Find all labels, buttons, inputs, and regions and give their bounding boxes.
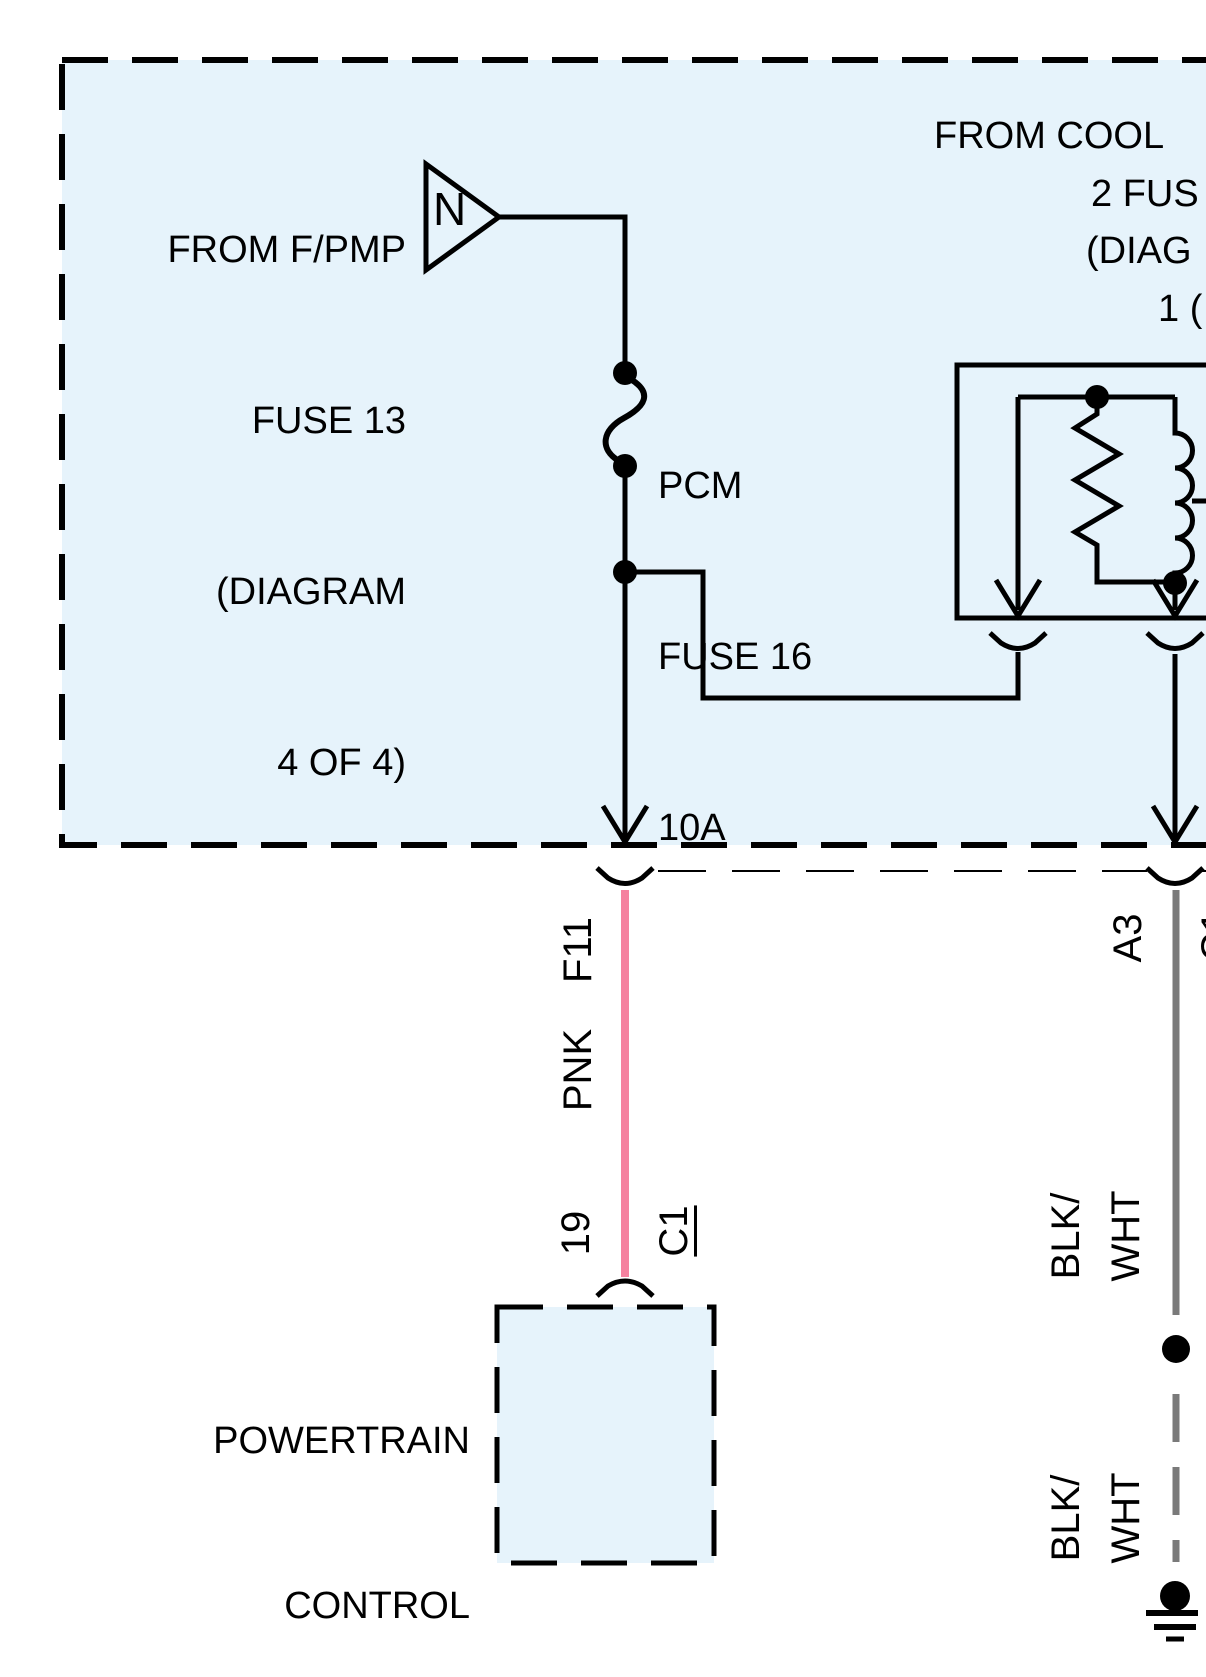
- fuse-label: PCM FUSE 16 10A: [658, 344, 812, 971]
- gray-wire-color-label: WHT: [1104, 1472, 1148, 1564]
- connector-pin-icon: [595, 1278, 655, 1298]
- gray-wire-connector-label: C1: [1194, 910, 1206, 962]
- gray-wire-pin-label: A3: [1106, 913, 1150, 963]
- pcm-label-line: POWERTRAIN: [213, 1420, 470, 1462]
- feed-triangle-letter: N: [433, 183, 467, 235]
- ground-dot: [1160, 1581, 1190, 1611]
- pcm-box: [494, 1304, 717, 1566]
- splice-dot: [1162, 1335, 1190, 1363]
- connector-socket-icon: [1145, 866, 1205, 886]
- left-feed-line: 4 OF 4): [277, 742, 406, 784]
- ground-icon: [1146, 1581, 1198, 1642]
- fuse-block-panel-box: [59, 57, 1206, 848]
- down-arrow-icon: [1150, 804, 1200, 847]
- relay-box: [954, 362, 1206, 621]
- connector-socket-icon: [988, 631, 1048, 651]
- gray-wire-color-label: BLK/: [1044, 1474, 1088, 1562]
- down-arrow-icon: [600, 804, 650, 847]
- relay-component: [954, 362, 1206, 621]
- right-feed-line: FROM COOL: [934, 115, 1165, 157]
- coil-symbol: [1172, 397, 1195, 583]
- right-feed-line: (DIAG: [1086, 230, 1192, 272]
- connector-socket-icon: [595, 866, 655, 886]
- fuse-rating: 10A: [658, 807, 726, 849]
- fuse-name: PCM: [658, 465, 743, 507]
- fuse-top-dot: [613, 361, 637, 385]
- branch-wire: [625, 569, 1021, 701]
- connector-socket-icon: [1145, 631, 1205, 651]
- down-arrow-icon: [1150, 578, 1200, 621]
- fuse-id: FUSE 16: [658, 636, 813, 678]
- gray-wire-color-label: BLK/: [1044, 1192, 1088, 1280]
- feed-wire: [499, 214, 628, 373]
- off-page-connector-triangle-icon: [423, 159, 504, 275]
- left-feed-line: (DIAGRAM: [216, 571, 406, 613]
- pink-wire-color-label: PNK: [556, 1028, 600, 1112]
- pcm-connector-label: C1: [652, 1205, 696, 1257]
- left-feed-label: FROM F/PMP FUSE 13 (DIAGRAM 4 OF 4): [0, 108, 406, 906]
- right-feed-line: 2 FUS: [1091, 173, 1199, 215]
- down-arrow-icon: [993, 578, 1043, 621]
- left-feed-line: FUSE 13: [251, 400, 406, 442]
- pcm-label: POWERTRAIN CONTROL MODULE (PCM): [100, 1304, 470, 1677]
- pcm-pin-label: 19: [554, 1210, 598, 1256]
- left-feed-line: FROM F/PMP: [167, 229, 406, 271]
- resistor-symbol: [1070, 397, 1175, 585]
- fuse-element: [602, 377, 648, 464]
- pink-wire-circuit-label: F11: [556, 917, 600, 983]
- gray-wire-color-label: WHT: [1104, 1190, 1148, 1282]
- pcm-label-line: CONTROL: [284, 1585, 470, 1627]
- right-feed-line: 1 (: [1158, 288, 1203, 330]
